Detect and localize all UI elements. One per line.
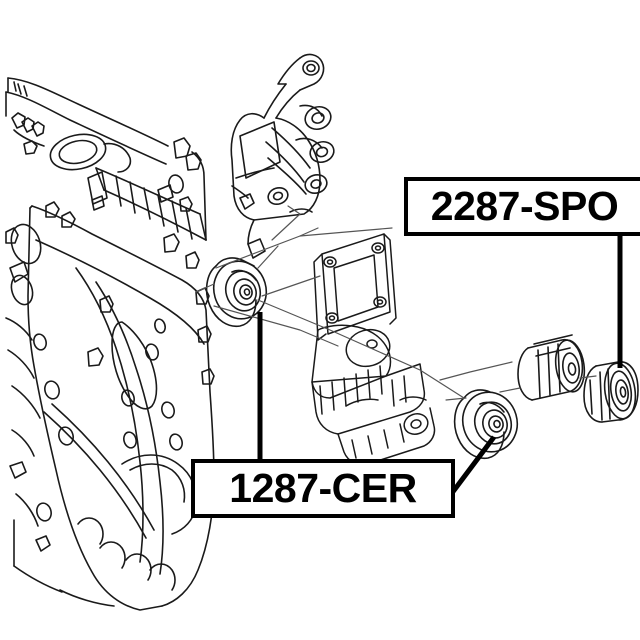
idler-pulley-upper: [205, 257, 268, 328]
callout-1287-cer-label: 1287-CER: [229, 465, 417, 511]
callout-2287-spo-label: 2287-SPO: [430, 183, 619, 229]
idler-pulley-lower: [453, 389, 519, 460]
callout-2287-spo[interactable]: 2287-SPO: [404, 177, 640, 236]
leader-1287-cer-lower: [447, 435, 496, 499]
tensioner-cylinder: [517, 334, 586, 401]
drive-belt-tensioner-pulley-right: [583, 361, 639, 423]
callout-1287-cer[interactable]: 1287-CER: [191, 459, 455, 518]
